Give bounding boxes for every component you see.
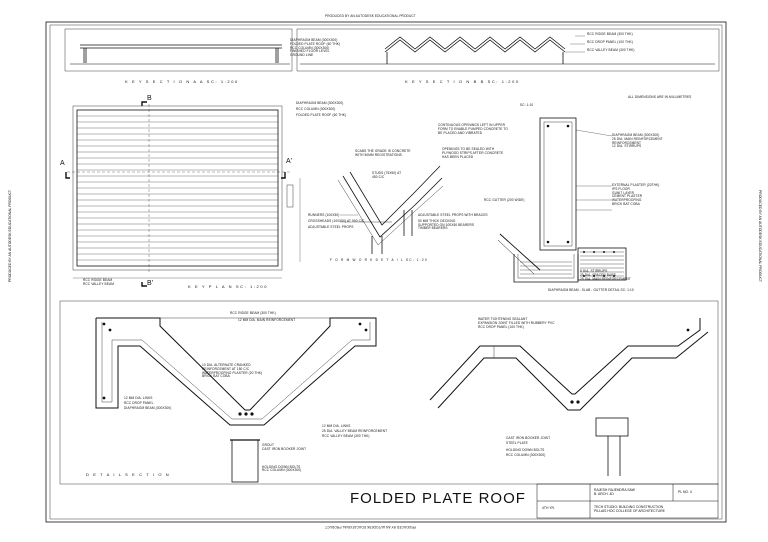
formwork-note-scabs: SCABS THE GRADE IS CONCRETE WITH 50MM RE… <box>355 149 411 157</box>
title-block-name: RAJESH RAJENDRA SAW B. ARCH. 4D <box>594 488 635 496</box>
drawing-title: FOLDED PLATE ROOF <box>350 490 526 507</box>
gutter-label-rcc-gutter: RCC GUTTER (200 WIDE) <box>484 198 525 202</box>
title-block-frame <box>536 483 719 519</box>
key-section-aa-labels: DIAPHRAGM BEAM (300X300) FOLDED PLATE RO… <box>290 38 341 58</box>
watermark-bottom: PRODUCED BY AN AUTODESK EDUCATIONAL PROD… <box>325 524 416 529</box>
key-plan-bottom-labels: RCC RIDGE BEAM RCC VALLEY BEAM <box>83 278 114 286</box>
detail-labels-left: 12 MM DIA. LINKS RCC DROP PANEL DIAPHRAG… <box>124 396 172 410</box>
title-block-year: 4TH YR. <box>542 506 555 510</box>
detail-labels-mid-upper: 10 DIA. ALTERNATE CRANKED REINFORCEMENT … <box>202 363 263 379</box>
gutter-scale: SC: 1:10 <box>520 103 534 107</box>
key-section-bb-drawing <box>296 28 720 72</box>
caption-formwork: F O R M W O R K D E T A I L SC: 1:20 <box>330 258 428 262</box>
detail-label-main-reinf: 12 MM DIA. MAIN REINFORCEMENT <box>238 318 296 322</box>
gutter-labels-lower: EXTERNAL PLASTER (20THK) IPS FLOOR GUNIT… <box>612 183 660 206</box>
detail-section-right-drawing <box>429 318 709 476</box>
detail-section-frame <box>59 300 719 485</box>
detail-label-ridge: RCC RIDGE BEAM (300 THK) <box>230 311 276 315</box>
caption-key-plan: K E Y P L A N SC: 1:200 <box>188 284 269 289</box>
gutter-detail-drawing <box>497 117 627 283</box>
formwork-note-studs: STUDS (75X50) AT 450 C/C <box>372 171 402 179</box>
watermark-top: PRODUCED BY AN AUTODESK EDUCATIONAL PROD… <box>325 14 416 18</box>
caption-key-section-bb: K E Y S E C T I O N B B SC: 1:200 <box>405 79 520 84</box>
formwork-right-labels: ADJUSTABLE STEEL PROPS WITH BRACES 50 MM… <box>418 213 488 231</box>
formwork-note-sealed: OPENINGS TO BE SEALED WITH PLYWOOD STRIP… <box>442 147 504 159</box>
key-plan-label-a: A <box>60 160 65 167</box>
watermark-right: PRODUCED BY AN AUTODESK EDUCATIONAL PROD… <box>758 190 762 283</box>
title-block-sheet: PL NO. 4 <box>678 490 692 494</box>
detail-section-left-drawing <box>95 317 377 483</box>
formwork-drawing <box>337 165 444 254</box>
detail-labels-right-lower: CAST IRON BOOKER JOINT STEEL PLATE HOLDI… <box>506 436 551 457</box>
key-plan-label-b: B <box>147 95 152 102</box>
key-plan-label-b-prime: B' <box>147 280 154 287</box>
caption-detail-section: D E T A I L S E C T I O N <box>86 472 171 477</box>
detail-labels-mid-lower: 12 MM DIA. LINKS 25 DIA. VALLEY BEAM REI… <box>322 424 388 438</box>
detail-labels-right-upper: WATER TIGHTENING SEALANT EXPANSION JOINT… <box>478 317 555 329</box>
watermark-left: PRODUCED BY AN AUTODESK EDUCATIONAL PROD… <box>8 190 12 283</box>
gutter-rebar-dots <box>546 124 615 277</box>
formwork-note-openings: CONTINUOUS OPENINGS LEFT IN UPPER FORM T… <box>438 123 508 135</box>
sheet-border <box>45 21 727 523</box>
key-plan-drawing <box>65 101 301 287</box>
key-section-aa-drawing <box>64 28 293 72</box>
gutter-labels-bottom: 8 DIA. STIRRUPS 25 DIA. SPACER BARS 25 D… <box>580 269 631 281</box>
title-block-subject: TECH STUDIO: BUILDING CONSTRUCTION PILLA… <box>594 505 665 513</box>
key-plan-labels: DIAPHRAGM BEAM (300X300) RCC COLUMN (300… <box>296 101 347 117</box>
detail-rebar-dots <box>102 322 690 416</box>
gutter-labels-upper: DIAPHRAGM BEAM (300X300) 25 DIA. MAIN RE… <box>612 133 663 149</box>
detail-labels-bottom: GROUT CAST IRON BOOKER JOINT HOLDING DOW… <box>262 443 307 473</box>
gutter-note: ALL DIMENSIONS ARE IN MILLIMETRES <box>628 95 692 99</box>
caption-key-section-aa: K E Y S E C T I O N A A SC: 1:200 <box>125 79 239 84</box>
key-plan-label-a-prime: A' <box>286 158 293 165</box>
caption-gutter-detail: DIAPHRAGM BEAM - SLAB - GUTTER DETAIL SC… <box>548 288 634 292</box>
formwork-left-labels: RUNNERS (100X50) CROSSHEADS (100X50) AT … <box>308 213 365 229</box>
key-section-bb-labels: RCC RIDGE BEAM (300 THK) RCC DROP PANEL … <box>587 32 635 52</box>
